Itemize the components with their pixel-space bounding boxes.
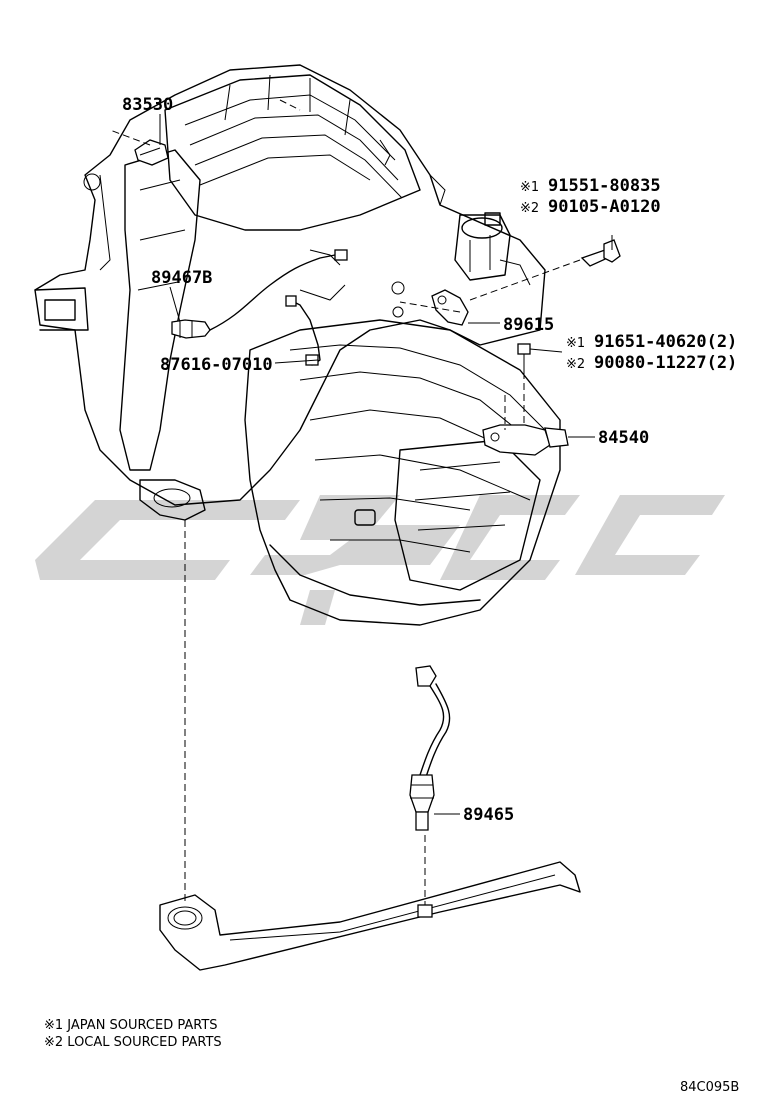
note-local-sourced: ※2 LOCAL SOURCED PARTS: [44, 1035, 222, 1050]
callout-89467B: 89467B: [151, 268, 212, 288]
part-89465: [409, 665, 451, 831]
callout-87616-07010: 87616-07010: [160, 355, 273, 375]
callout-89615: 89615: [503, 315, 554, 335]
part-87616-07010: [285, 295, 321, 366]
part-89467B: [171, 249, 348, 339]
footnotes: ※1 JAPAN SOURCED PARTS ※2 LOCAL SOURCED …: [44, 1018, 222, 1050]
mark-bolt-a: ※1: [520, 180, 539, 195]
note-japan-sourced: ※1 JAPAN SOURCED PARTS: [44, 1018, 218, 1033]
watermark-logo: [35, 495, 725, 625]
part-83530: [134, 139, 169, 166]
callout-90105-A0120: 90105-A0120: [548, 197, 661, 217]
part-84540: [482, 424, 569, 456]
callout-90080-11227: 90080-11227(2): [594, 353, 737, 373]
manifold-outlet-flange: [139, 479, 206, 521]
bolt-91551-80835: [580, 239, 621, 267]
callout-89465: 89465: [463, 805, 514, 825]
callout-91551-80835: 91551-80835: [548, 176, 661, 196]
part-89615: [431, 289, 469, 326]
exhaust-front-pipe: [159, 861, 581, 971]
callout-91651-40620: 91651-40620(2): [594, 332, 737, 352]
callout-84540: 84540: [598, 428, 649, 448]
alignment-lines: [109, 99, 581, 905]
screw-91651-40620: [517, 343, 531, 372]
engine-assembly: [34, 64, 561, 626]
mark-screw-b: ※2: [566, 357, 585, 372]
leader-lines: [159, 114, 613, 815]
figure-code: 84C095B: [680, 1080, 739, 1095]
mark-screw-a: ※1: [566, 336, 585, 351]
callout-83530: 83530: [122, 95, 173, 115]
mark-bolt-b: ※2: [520, 201, 539, 216]
callout-labels: 83530 89467B 87616-07010 89615 84540 894…: [122, 95, 737, 825]
